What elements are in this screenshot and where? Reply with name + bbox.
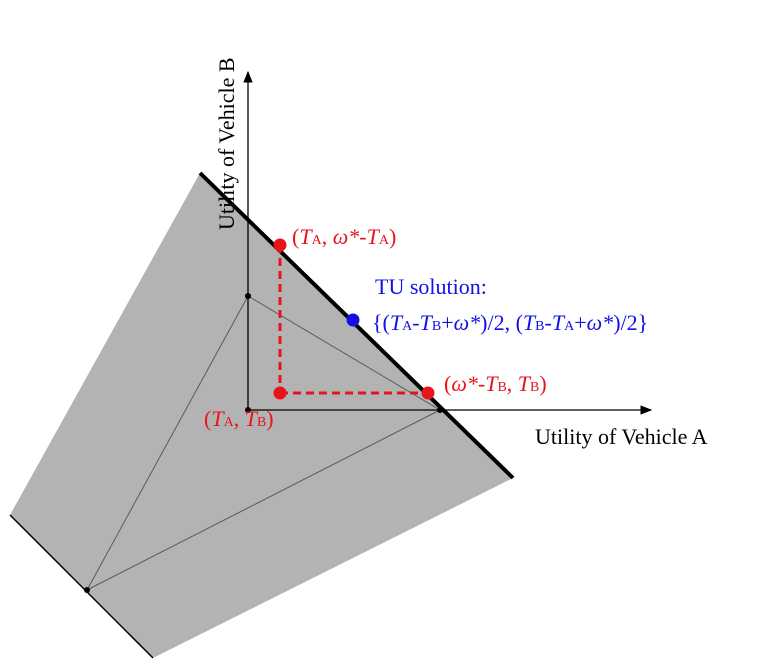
vertex-dot <box>437 407 443 413</box>
point-right-label: (ω*-TB, TB) <box>444 371 547 396</box>
x-axis-label: Utility of Vehicle A <box>535 424 708 449</box>
point-top <box>273 238 287 252</box>
threat-box <box>278 245 428 395</box>
y-axis-label: Utility of Vehicle B <box>214 57 239 230</box>
point-right <box>421 386 435 400</box>
vertex-dot <box>245 407 251 413</box>
lower-boundary-line <box>9 514 154 659</box>
tu-solution-point <box>346 313 360 327</box>
point-corner-label: (TA, TB) <box>204 406 274 431</box>
tu-solution-formula: {(TA-TB+ω*)/2, (TB-TA+ω*)/2} <box>372 310 648 335</box>
point-top-label: (TA, ω*-TA) <box>292 224 396 249</box>
point-corner <box>273 386 287 400</box>
feasible-region <box>10 173 513 658</box>
vertex-dot <box>84 587 90 593</box>
vertex-dot <box>245 293 251 299</box>
pareto-frontier <box>198 171 515 480</box>
guide-line <box>86 409 441 591</box>
tu-solution-title: TU solution: <box>375 274 487 299</box>
guide-line <box>86 295 249 591</box>
